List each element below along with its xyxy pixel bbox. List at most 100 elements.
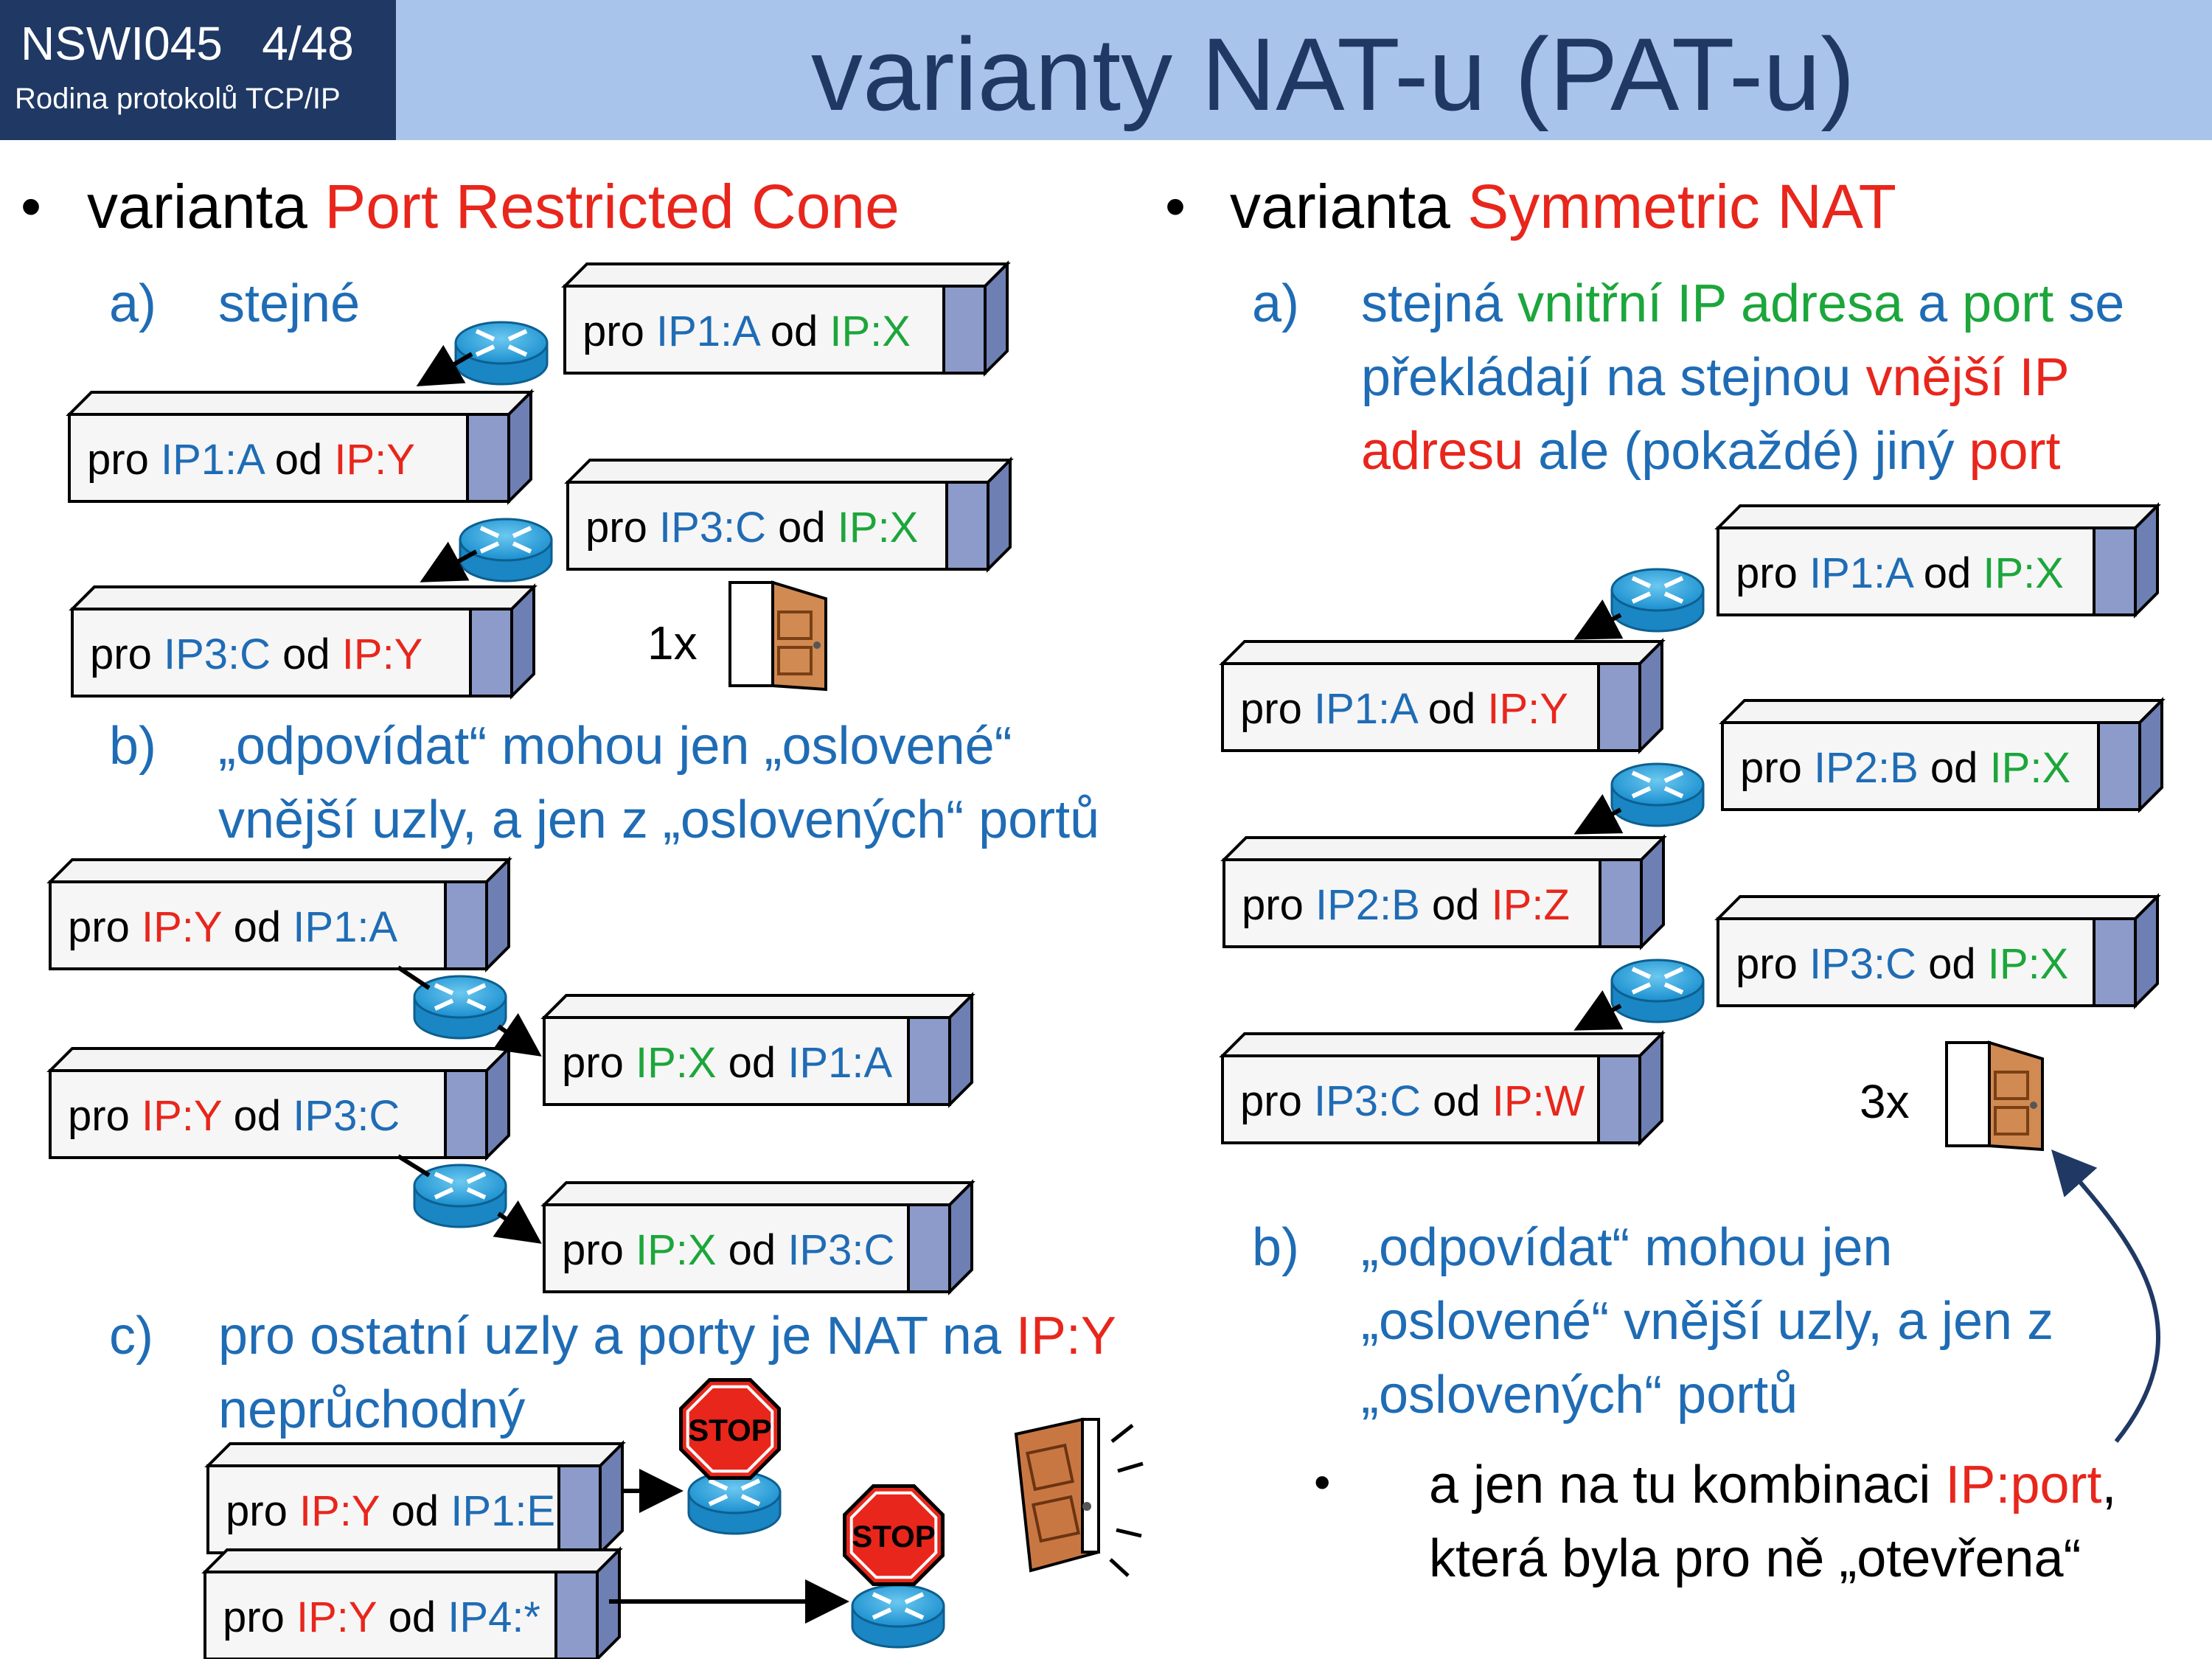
packet-label: pro IP:Y od IP1:E (226, 1487, 555, 1535)
stop-label: STOP (688, 1413, 772, 1447)
left-b-line2: vnější uzly, a jen z „oslovených“ portů (218, 790, 1100, 849)
arrow (1573, 599, 1624, 640)
packet-box: pro IP1:A od IP:X (561, 260, 1011, 377)
packet-box: pro IP:Y od IP3:C (46, 1045, 512, 1161)
stop-label: STOP (852, 1519, 936, 1554)
packet-label: pro IP1:A od IP:Y (87, 436, 415, 484)
left-heading-prefix: varianta (87, 172, 325, 241)
router-icon (413, 975, 507, 1040)
bullet-right: • (1165, 173, 1186, 239)
right-a-marker: a) (1252, 274, 1300, 333)
curved-arrow (2051, 1150, 2160, 1443)
slammed-door-icon (1014, 1417, 1144, 1577)
packet-box: pro IP1:A od IP:Y (66, 389, 535, 505)
right-heading-prefix: varianta (1230, 172, 1468, 241)
stop-sign-icon: STOP (843, 1484, 945, 1586)
packet-box: pro IP2:B od IP:Z (1220, 834, 1667, 950)
text-segment: stejná (1361, 274, 1518, 333)
arrow (493, 1012, 542, 1057)
right-a-line3: adresu ale (pokaždé) jiný port (1361, 425, 2061, 478)
text-segment: vnější IP (1865, 348, 2070, 407)
text-segment: překládají na stejnou (1361, 348, 1866, 407)
text-segment: ale (pokaždé) jiný (1523, 422, 1969, 481)
left-b-marker: b) (109, 717, 157, 776)
left-heading: varianta Port Restricted Cone (87, 175, 900, 237)
left-c-line1: pro ostatní uzly a porty je NAT na IP:Y (218, 1310, 1116, 1363)
router-icon (1610, 959, 1705, 1023)
right-sub-line2: která byla pro ně „otevřena“ (1429, 1529, 2081, 1588)
packet-box: pro IP2:B od IP:X (1719, 697, 2166, 813)
packet-box: pro IP1:A od IP:X (1714, 502, 2161, 619)
left-a-text: stejné (218, 274, 361, 333)
arrow (493, 1200, 542, 1244)
packet-label: pro IP1:A od IP:X (1736, 549, 2064, 597)
packet-label: pro IP3:C od IP:Y (90, 630, 422, 678)
right-sub-line1-suffix: , (2101, 1455, 2117, 1514)
left-count-label: 1x (647, 616, 698, 669)
packet-label: pro IP:Y od IP1:A (68, 903, 397, 951)
router-icon (851, 1584, 945, 1649)
open-door-icon (728, 580, 827, 692)
arrow (1573, 794, 1624, 835)
packet-label: pro IP:X od IP1:A (562, 1039, 892, 1087)
router-icon (1610, 568, 1705, 633)
header-band (396, 0, 2212, 140)
right-b-line3: „oslovených“ portů (1361, 1366, 1798, 1425)
packet-box: pro IP:X od IP1:A (540, 992, 975, 1108)
bullet-left: • (21, 173, 42, 239)
left-heading-variant: Port Restricted Cone (324, 172, 900, 241)
text-segment: se (2053, 274, 2125, 333)
right-a-line2: překládají na stejnou vnější IP (1361, 351, 2070, 404)
router-icon (687, 1470, 782, 1535)
right-sub-line1-prefix: a jen na tu kombinaci (1429, 1455, 1946, 1514)
text-segment: adresu (1361, 422, 1524, 481)
left-c-line1-ip: IP:Y (1015, 1307, 1116, 1366)
arrow (397, 965, 431, 990)
right-heading-variant: Symmetric NAT (1467, 172, 1896, 241)
right-heading: varianta Symmetric NAT (1230, 175, 1896, 237)
page-title: varianty NAT-u (PAT-u) (811, 16, 1855, 132)
right-b-marker: b) (1252, 1218, 1300, 1277)
left-c-line1-prefix: pro ostatní uzly a porty je NAT na (218, 1307, 1016, 1366)
course-code: NSWI045 4/48 (21, 17, 354, 70)
packet-label: pro IP2:B od IP:Z (1242, 881, 1570, 929)
packet-box: pro IP:X od IP3:C (540, 1179, 975, 1295)
text-segment: port (1969, 422, 2061, 481)
arrow (420, 541, 478, 582)
right-count-label: 3x (1860, 1075, 1910, 1128)
stop-sign-icon: STOP (679, 1378, 781, 1480)
open-door-icon (1945, 1040, 2044, 1152)
packet-label: pro IP:X od IP3:C (562, 1226, 894, 1274)
packet-label: pro IP3:C od IP:W (1240, 1077, 1585, 1125)
packet-box: pro IP3:C od IP:X (1714, 893, 2161, 1009)
packet-box: pro IP:Y od IP1:E (204, 1440, 626, 1557)
arrow (1573, 990, 1624, 1031)
left-a-marker: a) (109, 274, 157, 333)
router-icon (459, 518, 553, 582)
bullet-right-sub: • (1314, 1455, 1331, 1509)
text-segment: port (1962, 274, 2054, 333)
packet-box: pro IP1:A od IP:Y (1219, 638, 1666, 754)
left-c-line2: neprůchodný (218, 1380, 526, 1439)
right-sub-line1-ip: IP:port (1945, 1455, 2102, 1514)
packet-label: pro IP1:A od IP:Y (1240, 685, 1568, 733)
right-sub-line1: a jen na tu kombinaci IP:port, (1429, 1458, 2117, 1512)
packet-box: pro IP:Y od IP1:A (46, 856, 512, 973)
packet-label: pro IP1:A od IP:X (582, 307, 911, 355)
packet-label: pro IP3:C od IP:X (1736, 940, 2068, 988)
left-b-line1: „odpovídat“ mohou jen „oslovené“ (218, 717, 1012, 776)
router-icon (454, 321, 549, 386)
text-segment: a (1903, 274, 1963, 333)
packet-label: pro IP2:B od IP:X (1740, 744, 2070, 792)
packet-box: pro IP:Y od IP4:* (201, 1546, 623, 1659)
packet-label: pro IP:Y od IP4:* (223, 1593, 540, 1641)
text-segment: vnitřní IP adresa (1517, 274, 1904, 333)
packet-label: pro IP3:C od IP:X (585, 504, 918, 552)
header-course-box: NSWI045 4/48 Rodina protokolů TCP/IP (0, 0, 396, 140)
packet-label: pro IP:Y od IP3:C (68, 1092, 400, 1140)
packet-box: pro IP3:C od IP:Y (69, 583, 538, 700)
right-a-line1: stejná vnitřní IP adresa a port se (1361, 277, 2124, 330)
packet-box: pro IP3:C od IP:W (1219, 1030, 1666, 1147)
